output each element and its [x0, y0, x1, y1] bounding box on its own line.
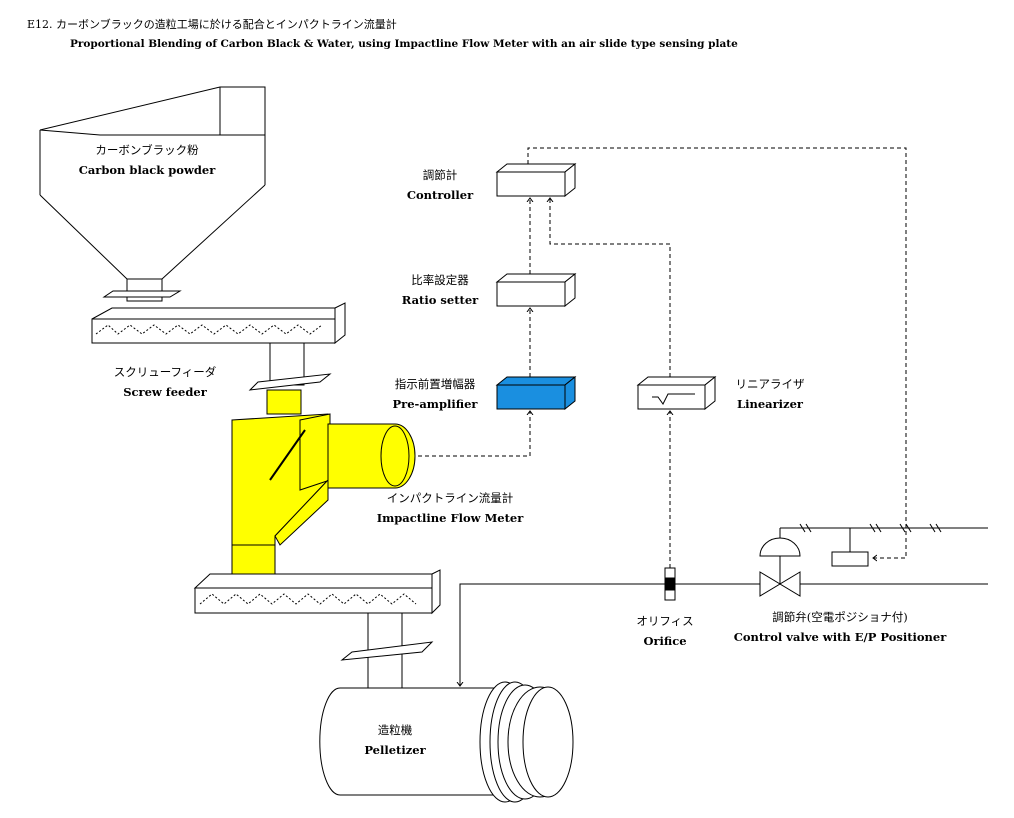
hopper-label: カーボンブラック粉 Carbon black powder: [62, 140, 232, 180]
signal-lines: [418, 147, 907, 568]
control-valve-label: 調節弁(空電ポジショナ付) Control valve with E/P Pos…: [730, 607, 950, 647]
hopper-label-en: Carbon black powder: [78, 163, 216, 177]
upper-chute: [248, 342, 332, 391]
lower-chute: [340, 612, 434, 689]
controller-label-jp: 調節計: [422, 168, 458, 182]
linearizer-box: [636, 375, 717, 411]
pelletizer-drum: [319, 681, 574, 803]
screw-feeder-upper: [91, 302, 346, 345]
controller-box: [495, 162, 577, 198]
flowmeter-label-en: Impactline Flow Meter: [376, 511, 524, 525]
feeder-label-en: Screw feeder: [123, 385, 207, 399]
controller-label-en: Controller: [406, 188, 474, 202]
pre-amplifier-label: 指示前置増幅器 Pre-amplifier: [380, 374, 490, 414]
pelletizer-label-jp: 造粒機: [377, 723, 413, 737]
linearizer-label-jp: リニアライザ: [735, 377, 805, 391]
flowmeter-label: インパクトライン流量計 Impactline Flow Meter: [370, 488, 530, 528]
screw-feeder-lower: [193, 569, 441, 615]
orifice-label-en: Orifice: [643, 634, 687, 648]
controller-label: 調節計 Controller: [395, 165, 485, 205]
flowmeter-label-jp: インパクトライン流量計: [386, 491, 514, 505]
pelletizer-label-en: Pelletizer: [364, 743, 426, 757]
ratio-setter-label-en: Ratio setter: [401, 293, 479, 307]
linearizer-label-en: Linearizer: [737, 397, 803, 411]
feeder-label-jp: スクリューフィーダ: [113, 365, 217, 379]
pre-amplifier-label-jp: 指示前置増幅器: [394, 377, 476, 391]
page-title-jp: E12. カーボンブラックの造粒工場に於ける配合とインパクトライン流量計: [27, 18, 397, 31]
feeder-label: スクリューフィーダ Screw feeder: [100, 362, 230, 402]
hopper: [39, 86, 266, 302]
control-valve: [759, 523, 988, 597]
ratio-setter-box: [495, 272, 577, 308]
pelletizer-label: 造粒機 Pelletizer: [350, 720, 440, 760]
control-valve-label-jp: 調節弁(空電ポジショナ付): [772, 610, 908, 624]
ratio-setter-label-jp: 比率設定器: [411, 273, 469, 287]
hopper-label-jp: カーボンブラック粉: [95, 143, 199, 157]
pre-amplifier-box: [495, 375, 577, 411]
impactline-flow-meter-body: [231, 389, 416, 584]
pre-amplifier-label-en: Pre-amplifier: [392, 397, 478, 411]
control-valve-label-en: Control valve with E/P Positioner: [733, 630, 947, 644]
page-title-en: Proportional Blending of Carbon Black & …: [70, 38, 738, 50]
orifice-label-jp: オリフィス: [636, 614, 694, 628]
orifice-label: オリフィス Orifice: [620, 611, 710, 651]
linearizer-label: リニアライザ Linearizer: [725, 374, 815, 414]
ratio-setter-label: 比率設定器 Ratio setter: [390, 270, 490, 310]
water-line: [460, 567, 988, 686]
